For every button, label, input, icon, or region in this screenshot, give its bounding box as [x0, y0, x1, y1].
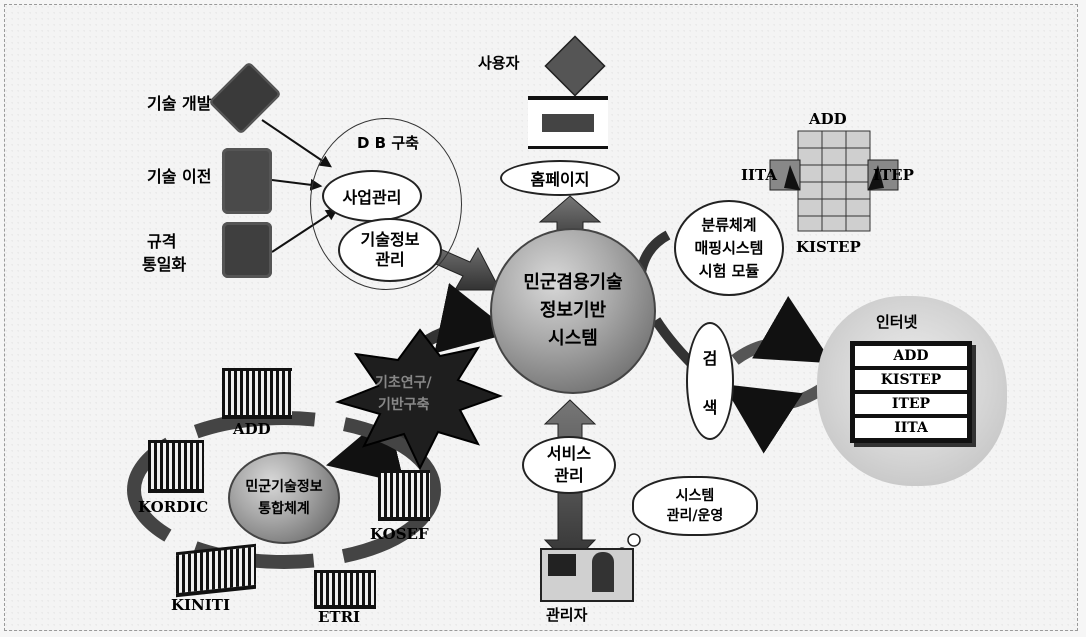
tech-info-label-2: 관리 [375, 250, 405, 269]
center-label-3: 시스템 [548, 328, 598, 349]
standard-label-2: 통일화 [142, 255, 187, 274]
service-label-2: 관리 [554, 466, 584, 485]
search-oval: 검 색 [686, 322, 734, 440]
internet-org-kistep: KISTEP [854, 369, 968, 391]
sys-ops-label-1: 시스템 [675, 488, 715, 504]
tech-transfer-label: 기술 이전 [147, 167, 212, 186]
org-left-label: IITA [741, 166, 778, 184]
tech-info-oval: 기술정보 관리 [338, 218, 442, 282]
homepage-oval: 홈페이지 [500, 160, 620, 196]
homepage-label: 홈페이지 [530, 170, 590, 189]
integration-label-1: 민군기술정보 [245, 479, 323, 495]
search-label-1: 검 [702, 348, 718, 368]
user-label: 사용자 [478, 54, 520, 72]
sys-ops-bubble: 시스템 관리/운영 [632, 476, 758, 536]
building-kiniti-icon [176, 543, 256, 598]
business-mgmt-oval: 사업관리 [322, 170, 422, 222]
arrow-dev-to-db [261, 119, 332, 168]
tech-info-label-1: 기술정보 [360, 230, 420, 249]
bubble-tail-1 [627, 533, 641, 547]
center-label-2: 정보기반 [539, 300, 607, 321]
internet-org-table: ADD KISTEP ITEP IITA [850, 341, 972, 443]
starburst-label-1: 기초연구/ [375, 375, 432, 391]
classification-label-2: 매핑시스템 [694, 238, 764, 257]
standard-icon [222, 222, 272, 278]
center-label-1: 민군겸용기술 [523, 272, 623, 293]
classification-label-1: 분류체계 [701, 215, 757, 234]
cycle-arrow-top [731, 296, 833, 365]
center-system-sphere: 민군겸용기술 정보기반 시스템 [490, 228, 656, 394]
business-mgmt-label: 사업관리 [342, 188, 402, 207]
org-kosef-label: KOSEF [370, 525, 429, 543]
building-kosef-icon [378, 470, 430, 521]
building-etri-icon [314, 570, 376, 609]
service-label-1: 서비스 [546, 444, 592, 463]
building-kordic-icon [148, 440, 204, 493]
org-bottom-label: KISTEP [796, 238, 861, 256]
integration-sphere: 민군기술정보 통합체계 [228, 452, 340, 544]
starburst-label-2: 기반구축 [378, 397, 430, 413]
cycle-arrow-bottom [722, 384, 824, 454]
search-label-2: 색 [702, 397, 718, 417]
admin-workstation-icon [540, 548, 634, 602]
classification-oval: 분류체계 매핑시스템 시험 모듈 [674, 200, 784, 296]
org-kordic-label: KORDIC [138, 498, 209, 516]
classification-label-3: 시험 모듈 [698, 261, 760, 280]
internet-org-add: ADD [854, 345, 968, 367]
org-etri-label: ETRI [318, 608, 361, 626]
internet-label: 인터넷 [876, 313, 918, 331]
sys-ops-label-2: 관리/운영 [666, 508, 724, 524]
internet-org-iita: IITA [854, 417, 968, 439]
org-add-label: ADD [233, 420, 271, 438]
db-build-oval [310, 118, 462, 290]
tech-transfer-icon [222, 148, 272, 214]
org-right-label: ITEP [873, 166, 914, 184]
homepage-screen-icon [528, 96, 608, 149]
org-top-label: ADD [809, 110, 847, 128]
building-add-icon [222, 368, 292, 419]
org-network-grid [769, 130, 899, 232]
tech-dev-label: 기술 개발 [147, 94, 212, 113]
service-mgmt-oval: 서비스 관리 [522, 436, 616, 494]
admin-label: 관리자 [546, 606, 588, 624]
integration-label-2: 통합체계 [258, 501, 310, 517]
starburst-shape [334, 328, 503, 471]
standard-label-1: 규격 [147, 232, 177, 251]
internet-org-itep: ITEP [854, 393, 968, 415]
org-kiniti-label: KINITI [171, 596, 230, 614]
db-build-label: D B 구축 [357, 134, 419, 152]
